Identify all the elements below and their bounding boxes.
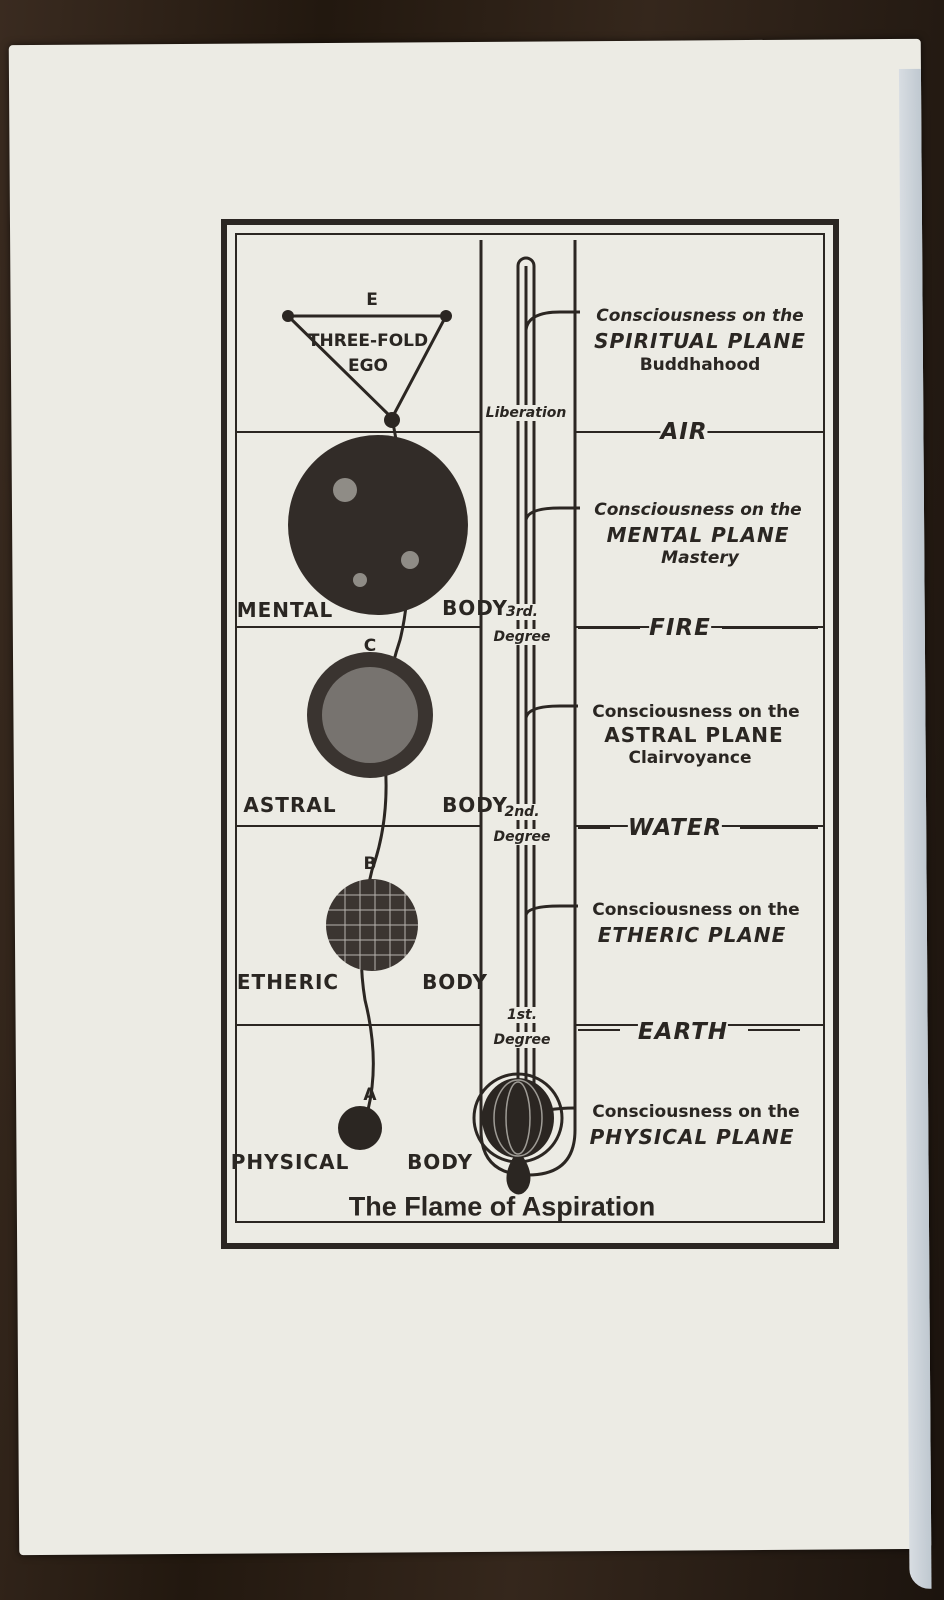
etheric-plane-line1: Consciousness on the [592,900,800,920]
ego-label-line1: THREE-FOLD [307,331,429,351]
bulb [482,1078,554,1158]
mental-plane-line2: MENTAL PLANE [606,523,790,547]
mental-plane-line3: Mastery [661,548,739,568]
etheric-body-label: BODY [422,970,488,994]
etheric-plane-line2: ETHERIC PLANE [597,923,787,947]
etheric-letter: B [363,854,377,874]
astral-body-label: BODY [442,793,508,817]
element-water: WATER [627,815,723,841]
outer-frame [221,219,839,1249]
mental-body-sphere [288,435,468,615]
degree-3-label: 3rd. [506,604,538,620]
ego-triangle [284,314,449,421]
inner-frame [235,233,825,1223]
spiritual-plane-line1: Consciousness on the [596,306,804,326]
plane-pointers [524,310,580,1112]
element-fire: FIRE [649,615,711,641]
flame-icon [506,1150,531,1195]
etheric-label: ETHERIC [236,970,340,994]
astral-body-sphere [307,652,433,778]
physical-body-label: BODY [407,1150,473,1174]
element-air: AIR [660,419,708,445]
liberation-label: Liberation [485,405,567,421]
ego-label-line2: EGO [347,356,389,376]
astral-label: ASTRAL [243,793,337,817]
spiritual-plane-line2: SPIRITUAL PLANE [594,329,806,353]
degree-1-label: 1st. [506,1007,538,1023]
degree-1-word: Degree [493,1032,551,1048]
spiritual-plane-line3: Buddhahood [639,355,761,375]
astral-plane-line2: ASTRAL PLANE [604,723,784,747]
astral-plane-line3: Clairvoyance [628,748,752,768]
ego-letter: E [366,290,378,310]
element-earth: EARTH [637,1019,729,1045]
mental-label: MENTAL [236,598,334,622]
physical-body-sphere [338,1106,382,1150]
physical-plane-line2: PHYSICAL PLANE [589,1125,795,1149]
mental-plane-line1: Consciousness on the [594,500,802,520]
astral-letter: C [363,636,377,656]
physical-letter: A [363,1085,377,1105]
degree-2-label: 2nd. [504,804,540,820]
degree-2-word: Degree [493,829,551,845]
astral-plane-line1: Consciousness on the [592,702,800,722]
mental-body-label: BODY [442,596,508,620]
physical-label: PHYSICAL [230,1150,350,1174]
degree-3-word: Degree [493,629,551,645]
element-lines [578,431,818,1031]
physical-plane-line1: Consciousness on the [592,1102,800,1122]
diagram-title: The Flame of Aspiration [348,1191,656,1222]
